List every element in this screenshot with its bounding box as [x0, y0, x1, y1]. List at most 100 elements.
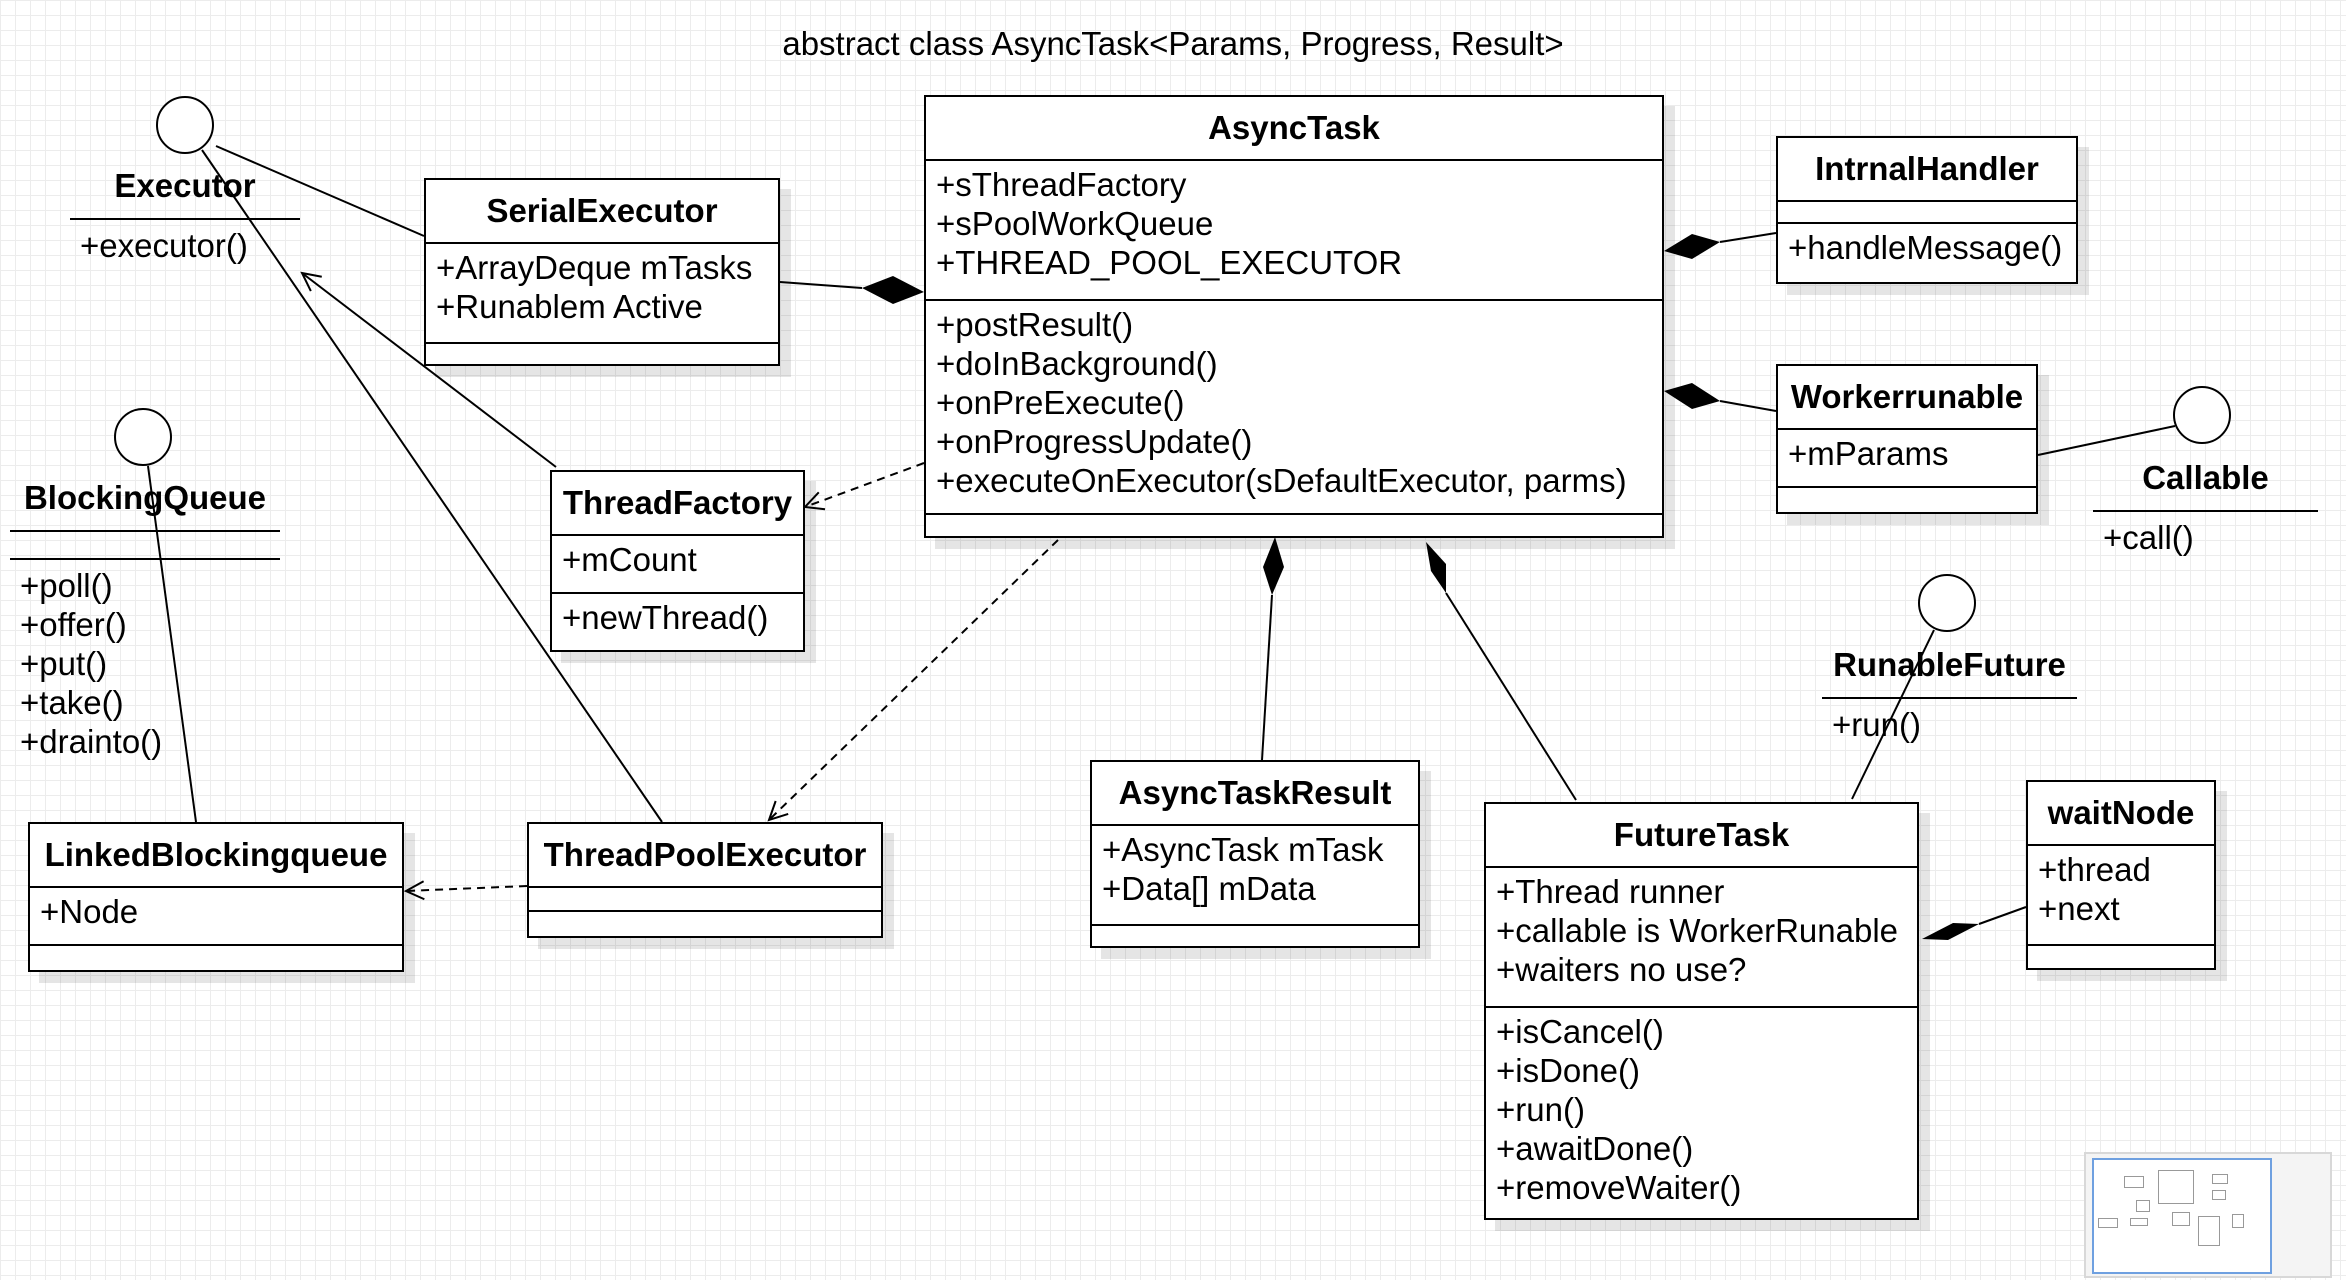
operation: +put() — [20, 645, 108, 682]
attribute: +mParams — [1788, 435, 1949, 472]
workerrunable-attributes: +mParams — [1778, 430, 2036, 488]
threadpoolexecutor-linkedblockingqueue-dependency — [406, 886, 528, 891]
futuretask-operations: +isCancel() +isDone() +run() +awaitDone(… — [1486, 1008, 1917, 1207]
futuretask-runablefuture-line — [1851, 629, 1935, 800]
futuretask-composition-diamond-icon — [1426, 542, 1446, 593]
futuretask-class-name: FutureTask — [1486, 804, 1917, 868]
serialexecutor-class-name: SerialExecutor — [426, 180, 778, 244]
asynctask-class-name: AsyncTask — [926, 97, 1662, 161]
workerrunable-class[interactable]: Workerrunable +mParams — [1776, 364, 2038, 514]
operation: +isCancel() — [1496, 1013, 1664, 1050]
asynctask-threadfactory-dependency — [805, 462, 925, 507]
internalhandler-asynctask-composition-line — [1719, 232, 1777, 243]
runablefuture-interface[interactable]: RunableFuture +run() — [1822, 645, 2077, 745]
callable-interface[interactable]: Callable +call() — [2093, 458, 2318, 558]
operation: +executor() — [80, 227, 248, 264]
workerrunable-asynctask-composition-line — [1719, 400, 1777, 412]
operation: +isDone() — [1496, 1052, 1640, 1089]
executor-interface-name: Executor — [114, 167, 256, 204]
asynctaskresult-class-name: AsyncTaskResult — [1092, 762, 1418, 826]
attribute: +THREAD_POOL_EXECUTOR — [936, 244, 1403, 281]
diagram-minimap[interactable] — [2084, 1152, 2332, 1278]
linkedblockingqueue-attributes: +Node — [30, 888, 402, 946]
operation: +doInBackground() — [936, 345, 1218, 382]
attribute: +sPoolWorkQueue — [936, 205, 1214, 242]
serialexecutor-executor-line — [215, 145, 425, 237]
asynctask-operations: +postResult() +doInBackground() +onPreEx… — [926, 301, 1662, 515]
blockingqueue-lollipop-icon — [114, 408, 172, 466]
serialexecutor-class[interactable]: SerialExecutor +ArrayDeque mTasks +Runab… — [424, 178, 780, 366]
threadfactory-class[interactable]: ThreadFactory +mCount +newThread() — [550, 470, 805, 652]
waitnode-attributes: +thread +next — [2028, 846, 2214, 946]
threadfactory-class-name: ThreadFactory — [552, 472, 803, 536]
attribute: +thread — [2038, 851, 2151, 888]
attribute: +Runablem Active — [436, 288, 703, 325]
internalhandler-operations: +handleMessage() — [1778, 224, 2076, 267]
runablefuture-lollipop-icon — [1918, 574, 1976, 632]
linkedblockingqueue-blockingqueue-line — [147, 465, 197, 823]
asynctaskresult-composition-diamond-icon — [1263, 537, 1284, 595]
internalhandler-class-name: IntrnalHandler — [1778, 138, 2076, 202]
asynctaskresult-attributes: +AsyncTask mTask +Data[] mData — [1092, 826, 1418, 926]
executor-interface[interactable]: Executor +executor() — [70, 166, 300, 266]
waitnode-class[interactable]: waitNode +thread +next — [2026, 780, 2216, 970]
attribute: +callable is WorkerRunable — [1496, 912, 1899, 949]
executor-operations: +executor() — [80, 226, 248, 265]
asynctask-threadpoolexecutor-dependency — [769, 539, 1059, 820]
runablefuture-operations: +run() — [1832, 705, 1921, 744]
waitnode-composition-diamond-icon — [1922, 923, 1979, 940]
operation: +offer() — [20, 606, 127, 643]
operation: +run() — [1832, 706, 1921, 743]
blockingqueue-interface-name: BlockingQueue — [23, 479, 267, 516]
diagram-title: abstract class AsyncTask<Params, Progres… — [782, 25, 1564, 62]
internalhandler-composition-diamond-icon — [1664, 234, 1720, 259]
futuretask-class[interactable]: FutureTask +Thread runner +callable is W… — [1484, 802, 1919, 1220]
waitnode-futuretask-composition-line — [1978, 906, 2027, 925]
attribute: +mCount — [562, 541, 697, 578]
minimap-viewport[interactable] — [2092, 1158, 2272, 1274]
operation: +onProgressUpdate() — [936, 423, 1253, 460]
threadpoolexecutor-class[interactable]: ThreadPoolExecutor — [527, 822, 883, 938]
attribute: +Thread runner — [1496, 873, 1725, 910]
operation: +postResult() — [936, 306, 1134, 343]
operation: +awaitDone() — [1496, 1130, 1694, 1167]
threadfactory-executor-arrow — [302, 273, 557, 468]
operation: +take() — [20, 684, 124, 721]
futuretask-asynctask-composition-line — [1445, 592, 1577, 801]
attribute: +Node — [40, 893, 139, 930]
internalhandler-class[interactable]: IntrnalHandler +handleMessage() — [1776, 136, 2078, 284]
blockingqueue-interface[interactable]: BlockingQueue +poll() +offer() +put() +t… — [10, 478, 280, 768]
operation: +newThread() — [562, 599, 769, 636]
asynctask-class[interactable]: AsyncTask +sThreadFactory +sPoolWorkQueu… — [924, 95, 1664, 538]
attribute: +next — [2038, 890, 2120, 927]
callable-interface-name: Callable — [2142, 459, 2269, 496]
futuretask-attributes: +Thread runner +callable is WorkerRunabl… — [1486, 868, 1917, 1008]
linkedblockingqueue-class-name: LinkedBlockingqueue — [30, 824, 402, 888]
operation: +onPreExecute() — [936, 384, 1185, 421]
operation: +handleMessage() — [1788, 229, 2063, 266]
runablefuture-interface-name: RunableFuture — [1833, 646, 2066, 683]
asynctaskresult-class[interactable]: AsyncTaskResult +AsyncTask mTask +Data[]… — [1090, 760, 1420, 948]
operation: +drainto() — [20, 723, 163, 760]
operation: +run() — [1496, 1091, 1585, 1128]
asynctaskresult-asynctask-composition-line — [1261, 594, 1273, 761]
asynctask-attributes: +sThreadFactory +sPoolWorkQueue +THREAD_… — [926, 161, 1662, 301]
attribute: +sThreadFactory — [936, 166, 1187, 203]
operation: +executeOnExecutor(sDefaultExecutor, par… — [936, 462, 1627, 499]
serialexecutor-asynctask-composition-line — [779, 281, 863, 289]
callable-lollipop-icon — [2173, 386, 2231, 444]
serialexecutor-attributes: +ArrayDeque mTasks +Runablem Active — [426, 244, 778, 344]
internalhandler-attributes — [1778, 202, 2076, 224]
threadfactory-operations: +newThread() — [552, 594, 803, 637]
operation: +poll() — [20, 567, 113, 604]
threadpoolexecutor-attributes — [529, 888, 881, 912]
threadpoolexecutor-executor-line — [201, 149, 663, 823]
threadpoolexecutor-class-name: ThreadPoolExecutor — [529, 824, 881, 888]
attribute: +ArrayDeque mTasks — [436, 249, 753, 286]
linkedblockingqueue-class[interactable]: LinkedBlockingqueue +Node — [28, 822, 404, 972]
workerrunable-composition-diamond-icon — [1664, 383, 1720, 409]
attribute: +Data[] mData — [1102, 870, 1316, 907]
executor-lollipop-icon — [156, 96, 214, 154]
